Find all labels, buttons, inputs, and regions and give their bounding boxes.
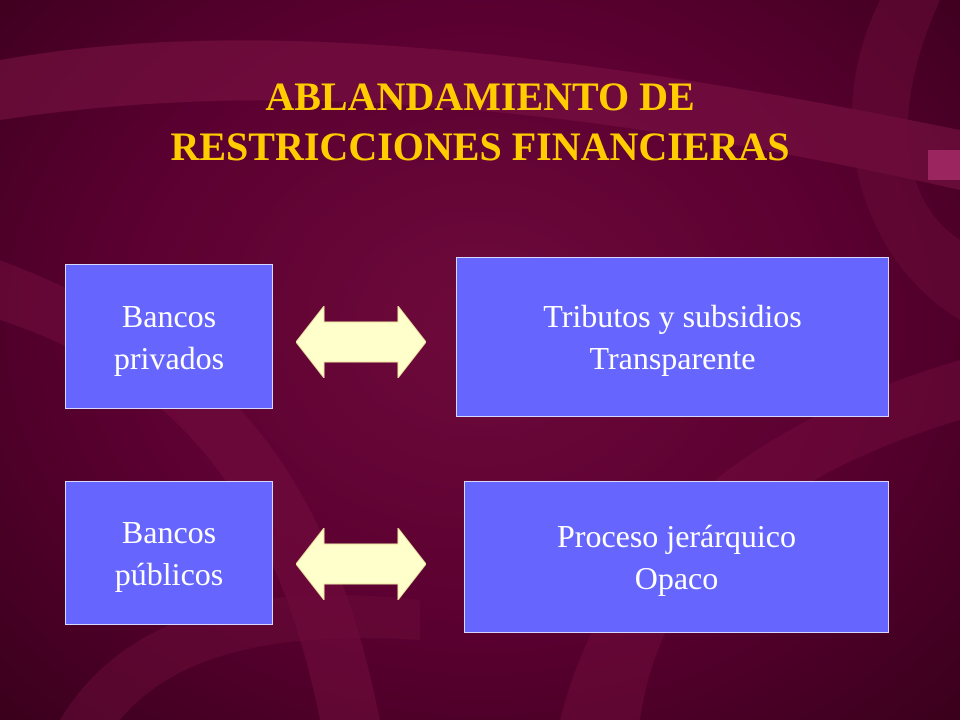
- double-arrow-icon: [296, 528, 426, 600]
- box-label-line-2: Opaco: [634, 560, 719, 596]
- box-label-line-2: Transparente: [589, 340, 756, 376]
- double-arrow-icon: [296, 306, 426, 378]
- box-label-line-2: públicos: [114, 556, 224, 592]
- box-bancos-publicos: Bancos públicos: [65, 481, 273, 625]
- title-line-1: ABLANDAMIENTO DE: [265, 74, 695, 119]
- slide-title: ABLANDAMIENTO DE RESTRICCIONES FINANCIER…: [60, 72, 900, 172]
- box-label-line-1: Proceso jerárquico: [556, 518, 796, 554]
- title-line-2: RESTRICCIONES FINANCIERAS: [170, 124, 790, 169]
- box-bancos-privados: Bancos privados: [65, 264, 273, 409]
- box-tributos-subsidios: Tributos y subsidios Transparente: [456, 257, 889, 417]
- box-label-line-1: Bancos: [121, 297, 217, 334]
- box-label-line-1: Tributos y subsidios: [543, 298, 802, 334]
- box-label-line-2: privados: [113, 339, 225, 376]
- box-label-line-1: Bancos: [121, 514, 217, 550]
- box-proceso-jerarquico: Proceso jerárquico Opaco: [464, 481, 889, 633]
